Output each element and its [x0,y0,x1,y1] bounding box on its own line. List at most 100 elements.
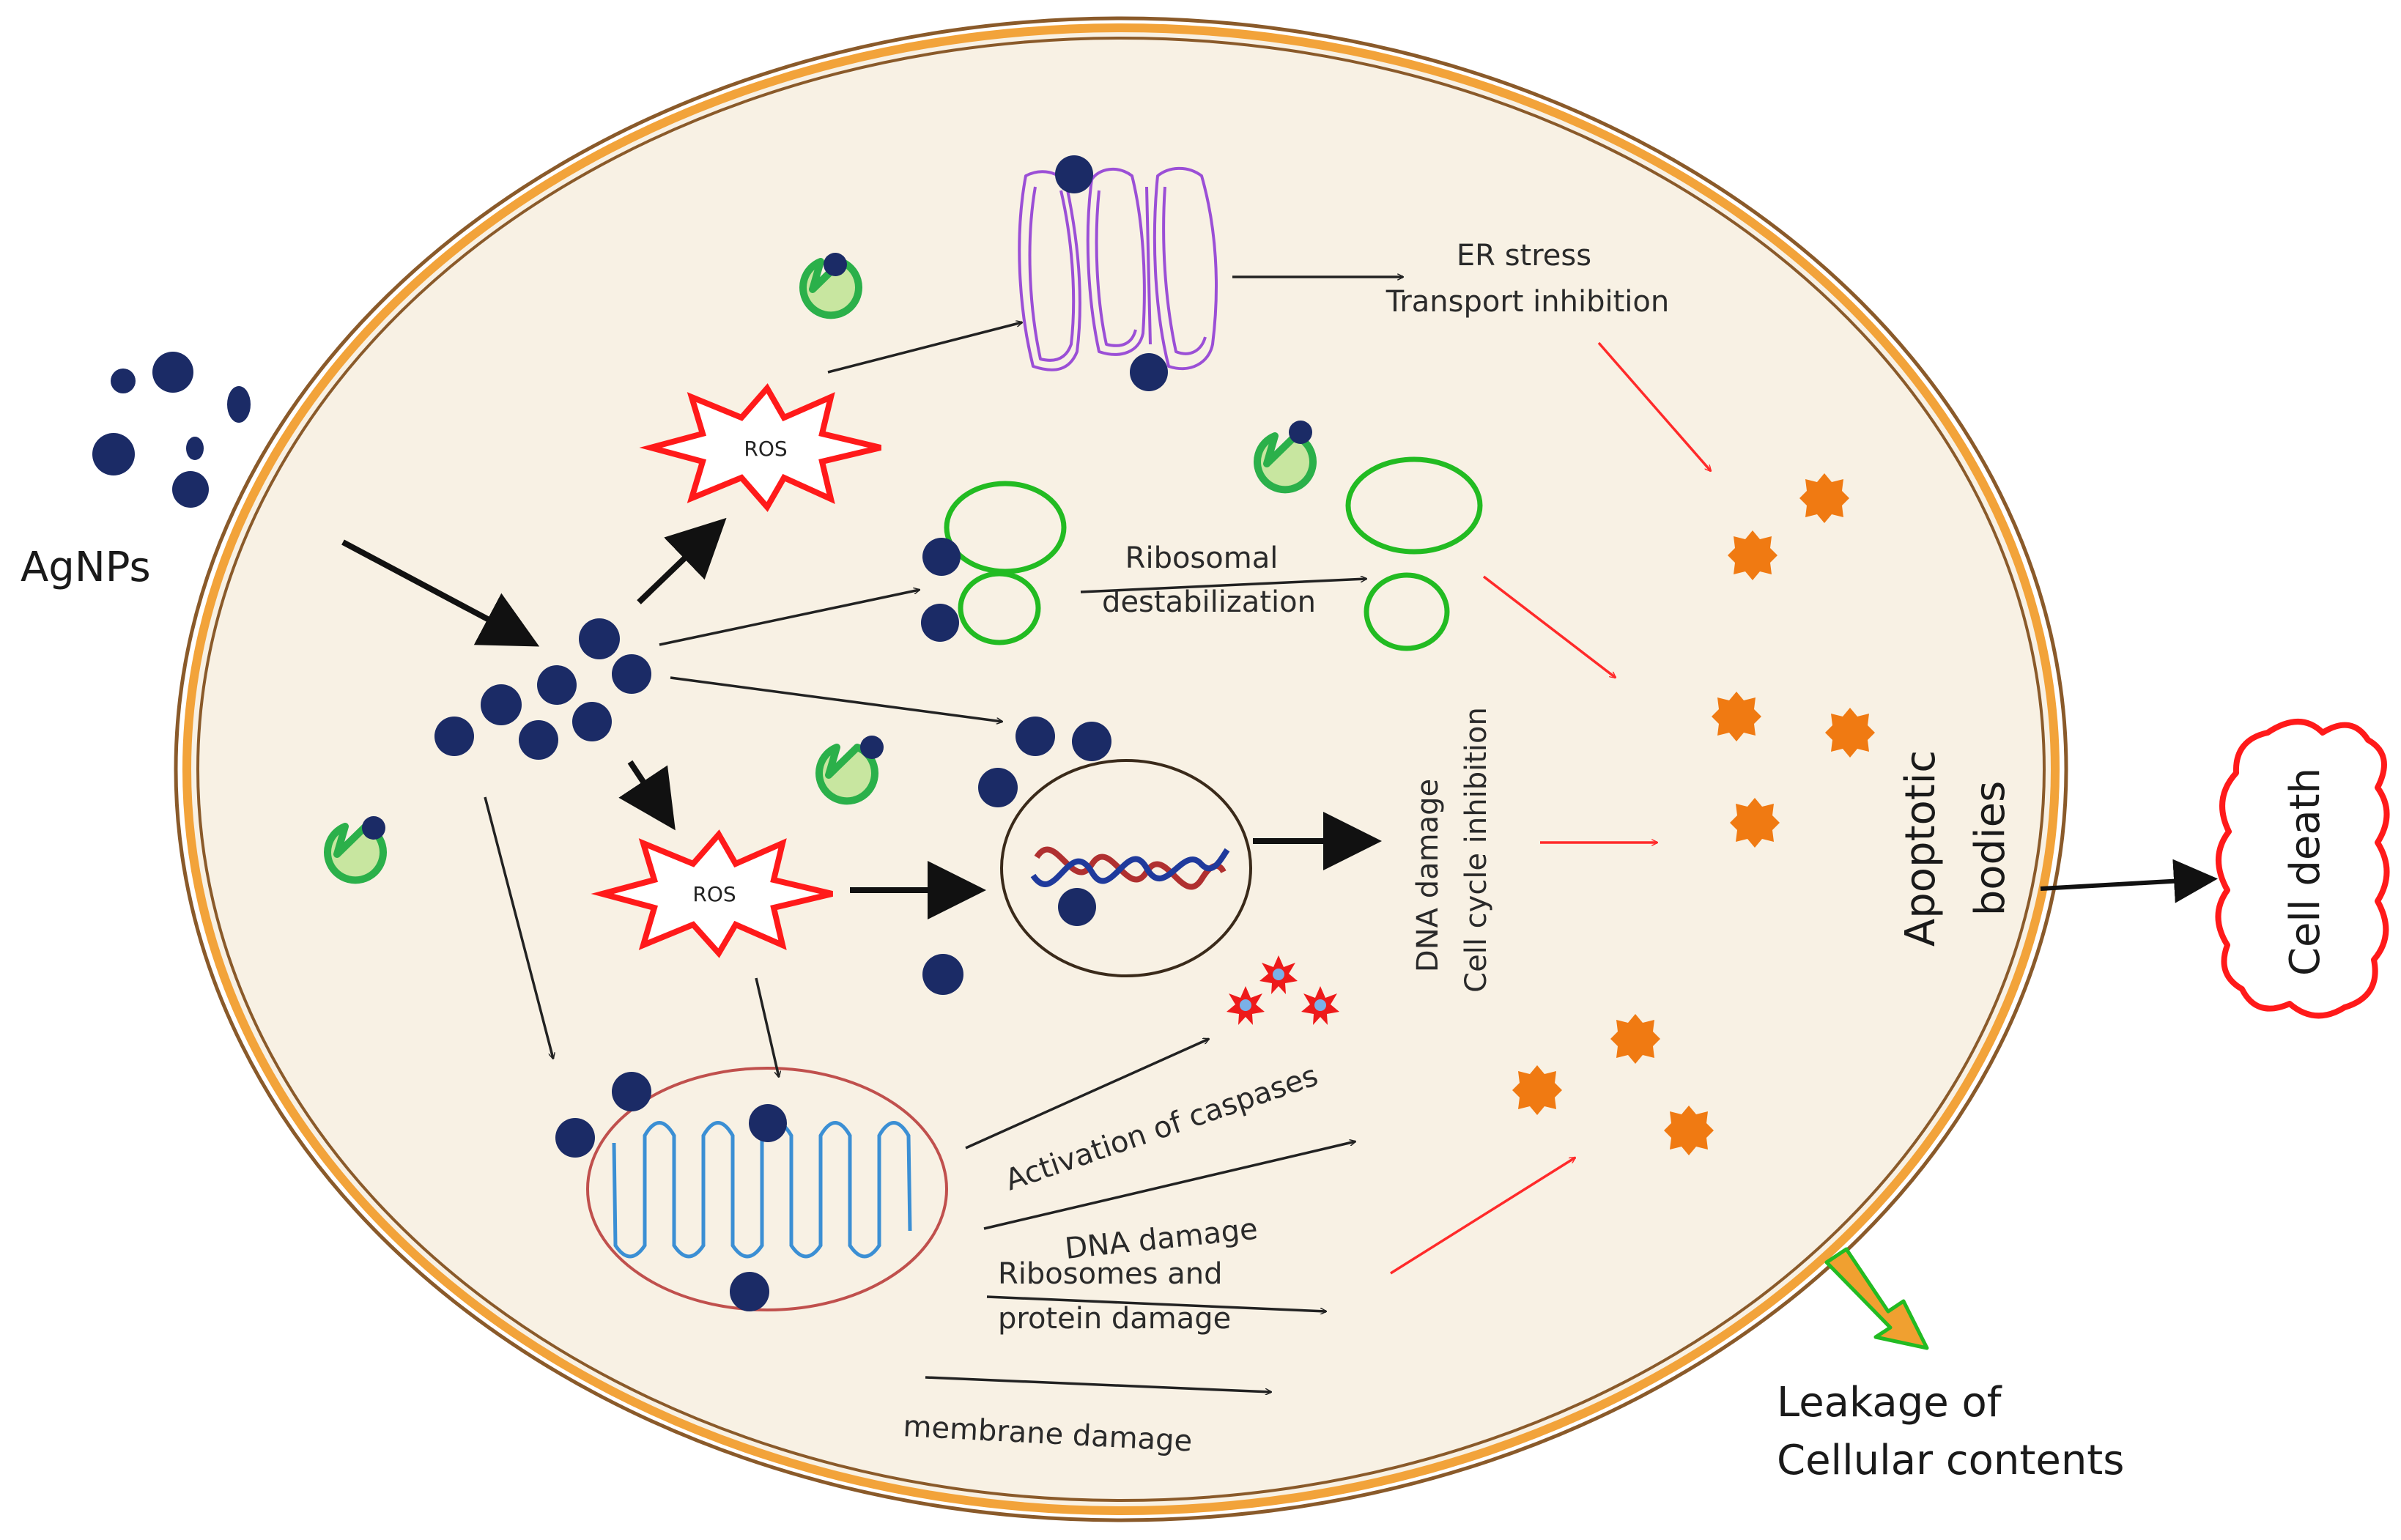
nanoparticle [921,604,959,642]
nanoparticle [730,1272,769,1311]
caspases [1227,955,1339,1025]
apoptotic-bodies-group [1512,473,1875,1155]
ros-burst-top: ROS [639,383,881,512]
scavenger-1 [799,253,862,319]
scavenger-2 [1254,421,1317,494]
er-stress-label: ER stress [1457,239,1591,273]
nanoparticle [481,684,522,725]
nanoparticle [172,471,209,508]
nanoparticle [111,369,136,393]
nanoparticle [1130,353,1168,391]
nanoparticle [572,702,612,741]
bodies-label: bodies [1967,781,2014,917]
cell-cycle-inhibition-label: Cell cycle inhibition [1460,707,1493,993]
ros-star-shape [639,383,881,512]
leakage-of-label: Leakage of [1777,1379,2002,1426]
ribosome-left [944,481,1067,645]
arrow-ribosome-destabilization [1080,579,1366,593]
dna-damage-vertical-label: DNA damage [1411,779,1445,972]
nanoparticle [579,618,620,659]
ribosome-right [1345,456,1483,651]
nanoparticle [1289,421,1312,444]
red-arrow-mitochondrion [1390,1156,1575,1275]
arrow-membrane-damage [925,1376,1271,1392]
scavenger-3 [815,736,884,805]
entry-arrow [341,539,540,647]
apoptotic-body [1712,692,1761,741]
ribosome-small-subunit [958,571,1041,645]
dna-strand-blue [1030,848,1230,887]
apoptotic-body [1664,1106,1714,1155]
internalized-nanoparticle-cluster [434,618,651,760]
bold-arrows [618,517,2218,919]
nanoparticle [612,654,651,694]
apoptotic-body [1730,798,1780,848]
protein-damage-label: protein damage [998,1302,1231,1336]
apoptotic-body [1825,708,1875,758]
arrow-protein-damage [986,1295,1326,1311]
arrow-cluster-to-ros-top [637,517,727,604]
nanoparticle [434,717,474,756]
arrow-ros-to-mitochondrion [755,977,779,1077]
nucleus [1000,759,1252,977]
thin-arrows [484,277,1403,1392]
apoptotic-label: Apoptotic [1897,750,1945,947]
nanoparticle [555,1118,595,1158]
arrow-apoptotic-to-cell-death [2040,859,2218,903]
arrow-cluster-to-ros-bottom [618,760,676,831]
scavenger-body [324,823,387,884]
nanoparticle [362,816,385,840]
scavenger-4 [324,816,387,884]
nanoparticle [152,352,193,393]
nanoparticle [92,433,135,475]
ros-star-shape [591,829,833,958]
ribosome-small-subunit [1364,572,1450,651]
cell-membrane-outer [174,16,2068,1522]
leakage-arrow [1824,1247,1929,1350]
nanoparticle [186,437,204,460]
red-arrow-er [1597,341,1711,471]
nanoparticle [227,386,251,423]
nanoparticle [612,1072,651,1111]
arrow-cluster-to-mitochondrion [484,796,553,1059]
ros-burst-bottom: ROS [591,829,833,958]
caspase [1301,986,1339,1025]
arrow-cluster-to-ribosome [659,590,920,646]
nanoparticle [537,665,577,705]
cell-death-cloud [2215,719,2390,1019]
red-arrow-ribosome [1482,575,1616,678]
caspase [1259,955,1298,994]
nanoparticle [978,768,1018,807]
ribosomal-label: Ribosomal [1125,541,1279,575]
destabilization-label: destabilization [1102,585,1316,619]
mitochondrion-nanoparticles [555,1072,787,1311]
cell-membrane-inner [196,37,2046,1502]
extracellular-nanoparticles [92,352,251,508]
nanoparticle [824,253,847,276]
nanoparticle [519,720,558,760]
nanoparticle [922,538,961,576]
arrow-caspases [965,1037,1209,1150]
apoptotic-body [1512,1065,1562,1115]
red-arrows [1390,341,1711,1275]
nanoparticle [749,1104,787,1142]
ros-label: ROS [744,437,787,461]
arrow-ros-to-er [827,322,1022,374]
nanoparticle [1058,888,1096,926]
nanoparticle [860,736,884,759]
nanoparticle [1055,155,1093,193]
cell-death-label: Cell death [2282,768,2329,976]
nanoparticle [922,954,963,995]
ribosomes-and-label: Ribosomes and [998,1257,1222,1291]
arrow-cluster-to-nucleus-particles [670,676,1002,722]
nanoparticle [1015,717,1055,756]
scavenger-body [799,258,862,319]
apoptotic-body [1728,530,1777,580]
scavenger-body [815,744,878,805]
nanoparticle [1072,722,1111,761]
agnps-label: AgNPs [21,544,151,591]
arrow-dna-damage-mito [983,1141,1355,1230]
cellular-contents-label: Cellular contents [1777,1437,2124,1484]
apoptotic-body [1799,473,1849,523]
